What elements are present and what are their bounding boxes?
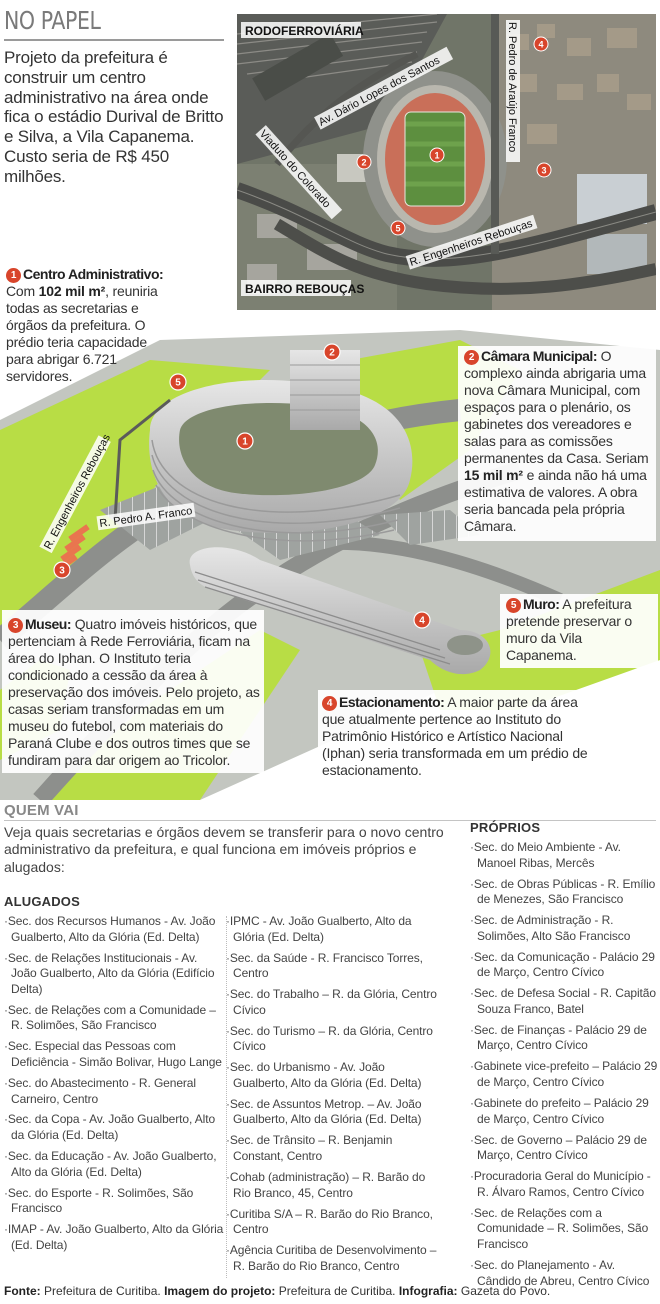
list-item: Sec. de Finanças - Palácio 29 de Março, … (470, 1023, 658, 1054)
callout-number: 3 (8, 618, 23, 633)
render-marker-3: 3 (59, 566, 65, 577)
list-item: Procuradoria Geral do Município - R. Álv… (470, 1169, 658, 1200)
list-item: IMAP - Av. João Gualberto, Alto da Glóri… (4, 1222, 226, 1253)
map-marker-3: 3 (541, 166, 546, 176)
list-item: Sec. dos Recursos Humanos - Av. João Gua… (4, 914, 226, 945)
callout-text: A maior parte da área que atualmente per… (322, 694, 588, 778)
label-rodoferroviaria: RODOFERROVIÁRIA (245, 23, 364, 38)
callout-text: A prefeitura pretende preservar o muro d… (506, 596, 632, 663)
fonte-value: Prefeitura de Curitiba. (44, 1284, 161, 1298)
list-item: Sec. do Trabalho – R. da Glória, Centro … (226, 987, 438, 1018)
callout-text: O complexo ainda abrigaria uma nova Câma… (464, 348, 649, 466)
aerial-photo: 1 2 3 4 5 RODOFERROVIÁRIA BAIRRO REBOUÇA… (237, 14, 656, 310)
list-item: Sec. de Relações com a Comunidade – R. S… (470, 1206, 658, 1253)
callout-title: Câmara Municipal: (481, 348, 597, 364)
callout-text: Com (6, 283, 39, 299)
map-marker-1: 1 (434, 151, 439, 161)
list-item: Curitiba S/A – R. Barão do Rio Branco, C… (226, 1207, 438, 1238)
callout-number: 4 (322, 696, 337, 711)
alugados-list-col2: IPMC - Av. João Gualberto, Alto da Glóri… (226, 914, 438, 1280)
callout-text: Quatro imóveis históricos, que pertencia… (8, 616, 260, 768)
quem-vai-title: QUEM VAI (4, 802, 79, 819)
callout-text: , reuniria todas as secretarias e órgãos… (6, 283, 158, 384)
render-marker-5: 5 (175, 378, 181, 389)
list-item: Sec. do Urbanismo - Av. João Gualberto, … (226, 1060, 438, 1091)
callout-title: Museu: (25, 616, 72, 632)
list-item: Sec. do Meio Ambiente - Av. Manoel Ribas… (470, 840, 658, 871)
list-item: Sec. da Educação - Av. João Gualberto, A… (4, 1149, 226, 1180)
render-marker-4: 4 (419, 616, 425, 627)
list-item: Gabinete do prefeito – Palácio 29 de Mar… (470, 1096, 658, 1127)
list-item: Sec. de Administração - R. Solimões, Alt… (470, 913, 658, 944)
list-item: Sec. de Relações com a Comunidade – R. S… (4, 1003, 226, 1034)
callout-number: 5 (506, 598, 521, 613)
callout-highlight: 15 mil m² (464, 467, 523, 483)
list-item: Sec. de Defesa Social - R. Capitão Souza… (470, 986, 658, 1017)
aerial-map: 1 2 3 4 5 RODOFERROVIÁRIA BAIRRO REBOUÇA… (237, 14, 656, 310)
list-item: Agência Curitiba de Desenvolvimento – R.… (226, 1243, 438, 1274)
list-item: Sec. da Saúde - R. Francisco Torres, Cen… (226, 951, 438, 982)
list-item: Sec. da Copa - Av. João Gualberto, Alto … (4, 1112, 226, 1143)
list-item: Sec. de Relações Institucionais - Av. Jo… (4, 951, 226, 998)
infografia-label: Infografia: (398, 1284, 458, 1298)
list-item: Sec. do Planejamento - Av. Cândido de Ab… (470, 1258, 658, 1289)
list-item: IPMC - Av. João Gualberto, Alto da Glóri… (226, 914, 438, 945)
section-divider (4, 820, 656, 821)
callout-title: Centro Administrativo: (23, 266, 164, 282)
quem-vai-intro: Veja quais secretarias e órgãos devem se… (4, 824, 444, 875)
infografia-value: Gazeta do Povo. (460, 1284, 551, 1298)
proprios-heading: PRÓPRIOS (470, 820, 541, 835)
callout-highlight: 102 mil m² (38, 283, 106, 299)
list-item: Sec. da Comunicação - Palácio 29 de Març… (470, 950, 658, 981)
fonte-label: Fonte: (4, 1284, 41, 1298)
list-item: Sec. de Trânsito – R. Benjamin Constant,… (226, 1133, 438, 1164)
list-item: Gabinete vice-prefeito – Palácio 29 de M… (470, 1059, 658, 1090)
imagem-label: Imagem do projeto: (164, 1284, 276, 1298)
list-item: Cohab (administração) – R. Barão do Rio … (226, 1170, 438, 1201)
proprios-list: Sec. do Meio Ambiente - Av. Manoel Ribas… (470, 840, 658, 1295)
alugados-list-col1: Sec. dos Recursos Humanos - Av. João Gua… (4, 914, 226, 1259)
list-item: Sec. de Obras Públicas - R. Emílio de Me… (470, 877, 658, 908)
map-marker-5: 5 (395, 224, 400, 234)
render-marker-1: 1 (242, 437, 248, 448)
callout-title: Muro: (523, 596, 560, 612)
title-divider (4, 39, 224, 41)
label-bairro: BAIRRO REBOUÇAS (245, 282, 364, 296)
section-title: NO PAPEL (4, 6, 101, 35)
alugados-heading: ALUGADOS (4, 894, 80, 909)
list-item: Sec. do Esporte - R. Solimões, São Franc… (4, 1186, 226, 1217)
callout-text: e ainda não há uma estimativa de valores… (464, 467, 647, 534)
intro-text: Projeto da prefeitura é construir um cen… (4, 48, 224, 186)
list-item: Sec. Especial das Pessoas com Deficiênci… (4, 1039, 226, 1070)
imagem-value: Prefeitura de Curitiba. (278, 1284, 396, 1298)
map-marker-2: 2 (361, 158, 366, 168)
callout-number: 2 (464, 350, 479, 365)
list-item: Sec. do Abastecimento - R. General Carne… (4, 1076, 226, 1107)
list-item: Sec. do Turismo – R. da Glória, Centro C… (226, 1024, 438, 1055)
credits-footer: Fonte: Prefeitura de Curitiba. Imagem do… (4, 1284, 550, 1298)
label-pedro-araujo: R. Pedro de Araújo Franco (506, 22, 518, 152)
callout-title: Estacionamento: (339, 694, 445, 710)
callout-number: 1 (6, 268, 21, 283)
render-marker-2: 2 (329, 348, 335, 359)
list-item: Sec. de Assuntos Metrop. – Av. João Gual… (226, 1097, 438, 1128)
list-item: Sec. de Governo – Palácio 29 de Março, C… (470, 1133, 658, 1164)
map-marker-4: 4 (538, 40, 543, 50)
